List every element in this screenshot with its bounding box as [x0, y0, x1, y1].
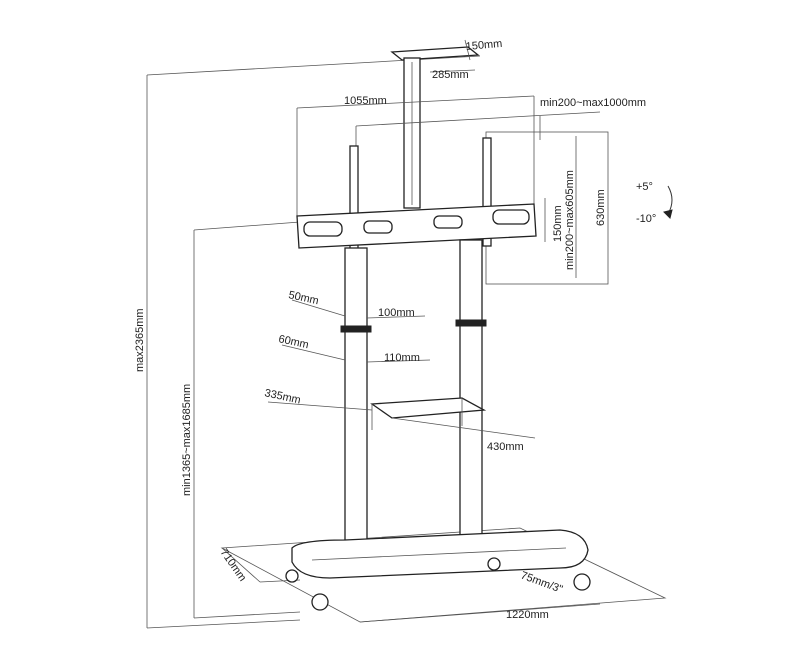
- height-range-bottom-guide: [193, 611, 301, 619]
- caster-rear-right: [487, 557, 501, 571]
- shelf: [370, 397, 487, 419]
- vesa-h-dim-line: [355, 111, 601, 127]
- label-tilt-down: -10°: [636, 213, 656, 225]
- base-width-guide: [359, 603, 601, 623]
- plate-width-guide: [464, 39, 471, 61]
- label-pole-110: 110mm: [384, 352, 420, 364]
- label-pole-50: 50mm: [287, 289, 319, 307]
- label-plate-depth: 285mm: [432, 69, 469, 81]
- right-pole: [459, 239, 483, 541]
- bar-slot-mid-left: [363, 220, 393, 234]
- shelf-depth-guide: [267, 401, 373, 411]
- label-pole-60: 60mm: [277, 333, 309, 351]
- label-vesa-vertical: min200~max605mm: [564, 170, 576, 270]
- caster-front-left: [285, 569, 299, 583]
- base-depth-guide: [221, 547, 261, 583]
- pole-110-guide: [366, 359, 431, 363]
- label-pole-100: 100mm: [378, 307, 415, 319]
- caster-front-right: [573, 573, 591, 591]
- bar-slot-mid-right: [433, 215, 463, 229]
- pole-50-guide: [291, 299, 346, 317]
- height-range-top-guide: [193, 221, 301, 231]
- bar-slot-left: [303, 221, 343, 237]
- plate-depth-guide: [429, 69, 476, 73]
- max-height-bottom-guide: [146, 619, 301, 629]
- label-max-height: max2365mm: [134, 308, 146, 372]
- label-arm-height: 150mm: [552, 205, 564, 242]
- label-shelf-width: 430mm: [487, 441, 524, 453]
- left-pole: [344, 247, 368, 549]
- shelf-width-guide: [391, 417, 536, 439]
- label-mount-width: 1055mm: [344, 95, 387, 107]
- base-crossbar: [311, 547, 567, 561]
- label-base-width: 1220mm: [506, 609, 549, 621]
- pole-100-guide: [366, 315, 426, 319]
- label-bracket-height: 630mm: [595, 189, 607, 226]
- left-pole-clamp: [340, 325, 372, 333]
- label-shelf-depth: 335mm: [263, 387, 301, 406]
- mount-width-dim-line: [296, 95, 535, 109]
- caster-rear-left: [311, 593, 329, 611]
- right-vertical-arm: [482, 137, 492, 247]
- right-pole-clamp: [455, 319, 487, 327]
- label-vesa-horizontal: min200~max1000mm: [540, 97, 646, 109]
- label-plate-width: 150mm: [465, 38, 503, 53]
- top-plate: [390, 46, 480, 61]
- label-tilt-up: +5°: [636, 181, 653, 193]
- pole-60-guide: [281, 344, 346, 361]
- horizontal-mount-bar: [296, 203, 537, 249]
- label-caster: 75mm/3": [519, 570, 564, 596]
- bar-slot-right: [492, 209, 530, 225]
- tilt-arrow-head: [663, 209, 673, 219]
- label-base-depth: 710mm: [218, 547, 249, 584]
- label-height-range: min1365~max1685mm: [181, 384, 193, 496]
